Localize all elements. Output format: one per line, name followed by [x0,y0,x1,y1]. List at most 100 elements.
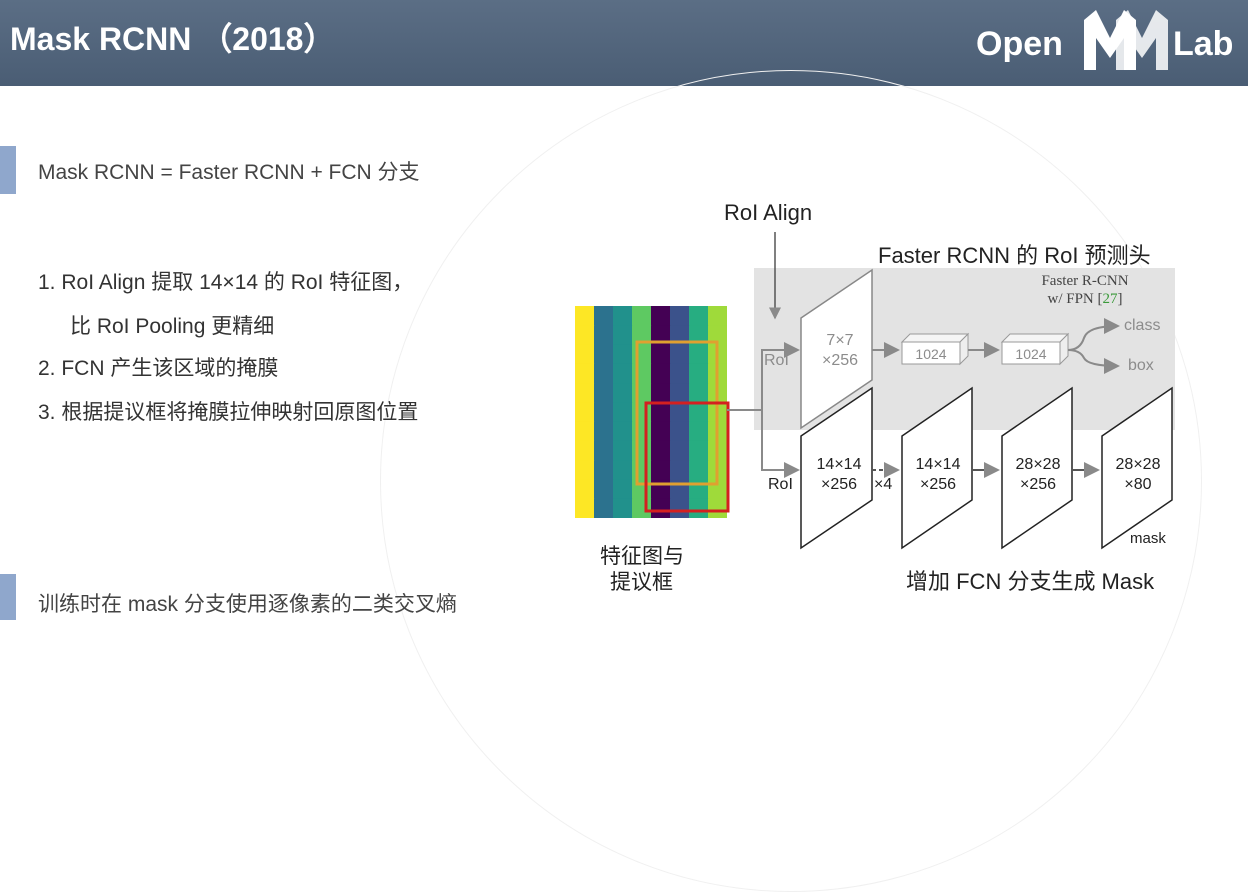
heatmap-cell [670,441,690,461]
heatmap-cell [689,460,709,480]
heatmap-cell [613,345,633,365]
heatmap-cell [689,441,709,461]
heatmap-cell [670,306,690,326]
heatmap-cell [689,499,709,518]
heatmap-cell [632,479,652,499]
roi-mask-label: RoI [768,474,793,496]
roi-align-label: RoI Align [724,200,812,226]
heatmap-cell [594,441,614,461]
heatmap-cell [651,402,671,422]
heatmap-cell [670,422,690,442]
heatmap-cell [575,325,595,345]
heatmap-cell [651,306,671,326]
heatmap-cell [632,422,652,442]
feature-map-heatmap [575,306,727,518]
heatmap-cell [613,402,633,422]
heatmap-cell [594,422,614,442]
mask-box4-line1: 28×28 [1108,454,1168,476]
box1-line2: ×256 [812,350,868,372]
mask-output-label: mask [1130,528,1166,550]
heatmap-cell [594,499,614,518]
heatmap-cell [651,364,671,384]
heatmap-cell [575,402,595,422]
heatmap-cell [708,422,727,442]
mask-box3-line2: ×256 [1008,474,1068,496]
heatmap-cell [613,499,633,518]
heatmap-cell [594,345,614,365]
heatmap-cell [670,345,690,365]
title-bar: Mask RCNN （2018） Open Lab [0,0,1248,86]
point-2: 2. FCN 产生该区域的掩膜 [38,352,278,382]
logo-text-lab: Lab [1173,25,1233,64]
point-1-cont: 比 RoI Pooling 更精细 [70,310,274,340]
mask-box2-line1: 14×14 [908,454,968,476]
accent-bar-bottom [0,574,16,620]
heatmap-cell [689,479,709,499]
slide-title: Mask RCNN （2018） [10,14,335,60]
heatmap-cell [689,383,709,403]
heatmap-cell [594,325,614,345]
heatmap-cell [632,460,652,480]
logo-mm-mark [1080,8,1170,74]
heatmap-cell [632,499,652,518]
repeat-label: ×4 [874,474,892,496]
heatmap-cell [632,402,652,422]
heatmap-cell [670,479,690,499]
heatmap-cell [613,422,633,442]
mask-box4-line2: ×80 [1108,474,1168,496]
heatmap-cell [575,460,595,480]
heatmap-cell [708,306,727,326]
box1-line1: 7×7 [812,330,868,352]
heatmap-cell [632,306,652,326]
ref-citation: 27 [1103,291,1118,307]
heatmap-cell [575,345,595,365]
heatmap-cell [594,479,614,499]
accent-bar-top [0,146,16,194]
heatmap-cell [670,364,690,384]
class-output-label: class [1124,315,1160,337]
heatmap-cell [651,460,671,480]
box-output-label: box [1128,355,1154,377]
point-1: 1. RoI Align 提取 14×14 的 RoI 特征图， [38,266,413,296]
heatmap-cell [651,422,671,442]
heatmap-cell [613,364,633,384]
mask-caption: 增加 FCN 分支生成 Mask [906,564,1154,596]
heatmap-cell [651,345,671,365]
footer-text: 训练时在 mask 分支使用逐像素的二类交叉熵 [38,588,457,618]
heatmap-cell [613,325,633,345]
heatmap-cell [575,383,595,403]
heatmap-cell [689,364,709,384]
heatmap-cell [594,306,614,326]
head-title: Faster RCNN 的 RoI 预测头 [878,238,1151,270]
heatmap-cell [689,325,709,345]
faster-rcnn-reference: Faster R-CNN w/ FPN [27] [1010,272,1160,308]
heatmap-cell [613,306,633,326]
heatmap-cell [575,479,595,499]
heatmap-cell [632,441,652,461]
fc1-label: 1024 [902,343,960,365]
heatmap-cell [594,460,614,480]
mask-box1-line1: 14×14 [810,454,868,476]
heatmap-cell [708,499,727,518]
heatmap-cell [632,364,652,384]
heatmap-cell [613,441,633,461]
heatmap-cell [632,383,652,403]
heatmap-cell [651,499,671,518]
heatmap-cell [689,306,709,326]
mask-box3-line1: 28×28 [1008,454,1068,476]
logo-text-open: Open [976,25,1063,64]
heatmap-cell [670,383,690,403]
heatmap-cell [689,422,709,442]
heatmap-cell [594,383,614,403]
heatmap-cell [575,422,595,442]
ref-line-2: w/ FPN [27] [1010,290,1160,308]
heatmap-cell [708,325,727,345]
heatmap-cell [575,364,595,384]
heatmap-cell [708,479,727,499]
heatmap-cell [708,402,727,422]
mask-box2-line2: ×256 [908,474,968,496]
heatmap-cell [651,479,671,499]
heatmap-cell [670,402,690,422]
openmmlab-logo: Open Lab [976,8,1242,74]
heatmap-cell [613,460,633,480]
